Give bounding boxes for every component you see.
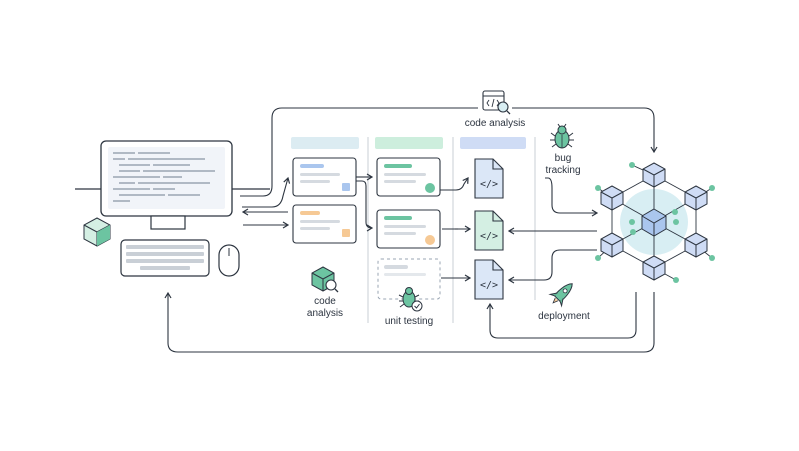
network-dots [595,162,715,283]
card-5-dashed [377,258,441,300]
network-cube-icon [595,162,715,283]
code-analysis-left-label-line1: code [314,296,336,307]
keyboard-keys [126,245,204,270]
computer [75,140,270,277]
box-search-icon [311,266,339,293]
connector-card3-file1 [440,177,469,191]
connector-network-file3 [507,249,597,284]
column-headers [291,137,526,149]
code-file-icon-1 [474,158,504,199]
code-file-glyph-3: </> [480,280,498,291]
connectors [164,107,658,353]
connector-top-right [512,107,658,154]
card-2 [292,204,357,244]
code-file-glyph-1: </> [480,179,498,190]
code-analysis-left-label-line2: analysis [306,308,344,319]
cube-icon [83,217,111,247]
card-4 [376,209,441,249]
code-file-icon-2 [474,210,504,251]
rocket-icon [548,283,573,308]
card-3 [376,157,441,197]
unit-testing-label: unit testing [384,316,434,327]
column-header-1 [291,137,359,149]
code-file-icon-3 [474,259,504,300]
screen-code-lines [113,152,215,202]
column-header-2 [375,137,443,149]
mouse [218,244,240,277]
code-file-glyph-2: </> [480,231,498,242]
card-1 [292,157,357,197]
monitor-stand [150,215,186,230]
connector-top-left [240,107,478,197]
bug-check-icon [398,287,423,312]
connector-deploy-loop [486,292,637,339]
network-cubes [600,162,708,281]
connector-card1-card4 [356,180,374,232]
monitor-screen [108,147,225,209]
connector-file1-network [545,177,599,217]
bug-tracking-label: bug tracking [538,153,588,177]
column-header-3 [460,137,526,149]
bug-icon [550,123,574,149]
code-analysis-top-label: code analysis [464,118,526,129]
deployment-label: deployment [538,311,590,322]
connector-to-card-1 [242,176,291,208]
bug-tracking-label-line2: tracking [545,165,581,176]
connector-bottom-loop [164,291,655,353]
code-analysis-left-label: code analysis [300,296,350,320]
bug-tracking-label-line1: bug [554,153,572,164]
code-search-icon [482,90,511,115]
